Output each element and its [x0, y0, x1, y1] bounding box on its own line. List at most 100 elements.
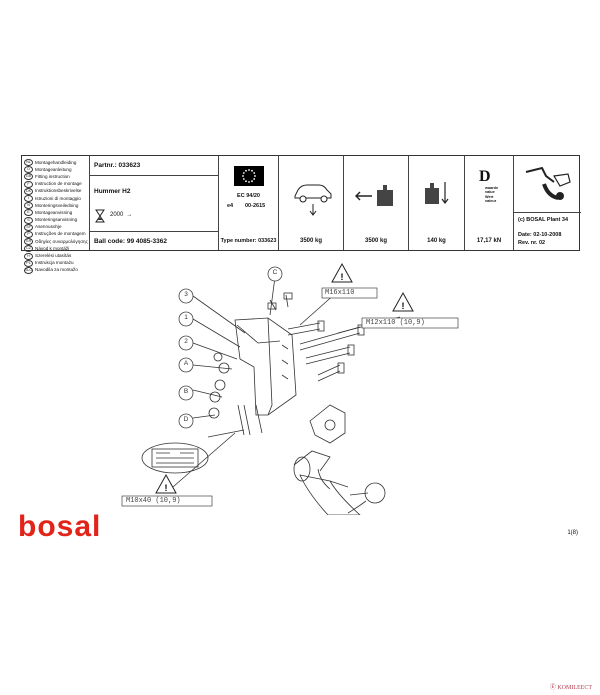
- language-label: Asennusohje: [35, 224, 62, 230]
- part-info-cell: Partnr.: 033623 Hummer H2 2000 → Ball co…: [90, 156, 219, 250]
- callout-2: 2: [184, 338, 188, 345]
- language-label: Návod k montáži: [35, 245, 70, 251]
- callout-d: D: [183, 416, 189, 423]
- language-label: Szerelési utasítás: [35, 253, 72, 259]
- revision: Rev. nr. 02: [518, 240, 546, 246]
- language-label: Instrukcja montażu: [35, 260, 74, 266]
- callout-a: A: [183, 360, 189, 367]
- watermark: Ⓔ KOMILEECT: [550, 682, 592, 691]
- language-code: NL: [24, 159, 33, 167]
- hours-value: 2000: [110, 212, 124, 218]
- language-code: E: [24, 209, 33, 217]
- language-code: SF: [24, 223, 33, 231]
- language-code: GB: [24, 173, 33, 181]
- language-code: F: [24, 180, 33, 188]
- d-sub-label: waarde: [485, 186, 499, 190]
- language-label: Fitting instruction: [35, 173, 70, 179]
- part-number: Partnr.: 033623: [94, 162, 141, 169]
- max-trailer-cell: 3500 kg: [344, 156, 409, 250]
- copyright-cell: (c) BOSAL Plant 34 Date: 02-10-2008 Rev.…: [514, 156, 581, 250]
- language-code: DK: [24, 187, 33, 195]
- hours-indicator: 2000 →: [110, 212, 132, 218]
- language-code: I: [24, 195, 33, 203]
- language-code: D: [24, 166, 33, 174]
- page-number: 1(8): [567, 530, 578, 536]
- date: Date: 02-10-2008: [518, 232, 562, 238]
- towbar-thumbnail-icon: [525, 166, 571, 200]
- hourglass-icon: [95, 209, 105, 228]
- callout-3: 3: [184, 291, 188, 298]
- vertical-load-icon: [425, 182, 449, 204]
- svg-text:!: !: [341, 272, 344, 282]
- language-code: CZ: [24, 245, 33, 253]
- language-code: PL: [24, 259, 33, 267]
- watermark-icon: Ⓔ: [549, 685, 558, 691]
- language-label: Istruzioni di montaggio: [35, 195, 81, 201]
- language-code: SLO: [24, 266, 33, 274]
- language-label: Instruction de montage: [35, 181, 82, 187]
- max-towing-cell: 3500 kg: [279, 156, 344, 250]
- language-label: Montageanleitung: [35, 166, 72, 172]
- language-code: P: [24, 230, 33, 238]
- callout-c: C: [272, 269, 278, 276]
- d-value: 17,17 kN: [476, 238, 502, 244]
- warning-triangles: ! ! !: [155, 262, 414, 494]
- callout-1: 1: [184, 314, 188, 321]
- bolt-label-m10: M10x40 (10,9): [126, 497, 181, 505]
- language-label: Monteringsanvisning: [35, 217, 78, 223]
- vehicle-name: Hummer H2: [94, 188, 131, 195]
- e-number: 00-2615: [245, 203, 266, 209]
- language-code: N: [24, 202, 33, 210]
- language-label: Montagehandleiding: [35, 159, 77, 165]
- bolt-label-m12: M12x110 (10,9): [366, 319, 425, 327]
- language-label: Monteringsveiledning: [35, 202, 79, 208]
- assembly-diagram: ! ! !: [121, 262, 459, 515]
- bosal-logo: bosal: [18, 510, 138, 545]
- d-sub-label: valeur: [485, 199, 497, 204]
- max-vertical-value: 140 kg: [427, 238, 446, 244]
- ec-text: EC 94/20: [237, 193, 260, 199]
- svg-text:!: !: [165, 483, 168, 493]
- weight-pull-icon: [355, 185, 393, 206]
- bolt-label-m16: M16x110: [325, 289, 355, 297]
- e-mark: e4: [227, 203, 234, 209]
- language-label: Montageanvisning: [35, 209, 73, 215]
- language-label: Navodila za montažo: [35, 267, 78, 273]
- language-code: S: [24, 216, 33, 224]
- ball-code: Ball code: 99 4085-3362: [94, 238, 167, 245]
- max-towing-value: 3500 kg: [299, 238, 323, 244]
- callout-b: B: [183, 388, 189, 395]
- ec-approval-cell: EC 94/20 e4 00-2615 Type number: 033623: [219, 156, 279, 250]
- car-icon: [294, 184, 332, 216]
- language-code: GR: [24, 238, 33, 246]
- svg-text:!: !: [402, 301, 405, 311]
- language-label: Οδηγίες συναρμολόγησης: [35, 238, 88, 244]
- eu-flag-icon: [234, 166, 264, 186]
- d-sub-label: value: [485, 190, 495, 195]
- language-label: Instruktionsbeskrivelse: [35, 188, 82, 194]
- copyright: (c) BOSAL Plant 34: [518, 217, 569, 223]
- type-number: Type number: 033623: [220, 238, 277, 244]
- language-label: Instruções de montagem: [35, 231, 86, 237]
- arrow-right-icon: →: [126, 212, 133, 218]
